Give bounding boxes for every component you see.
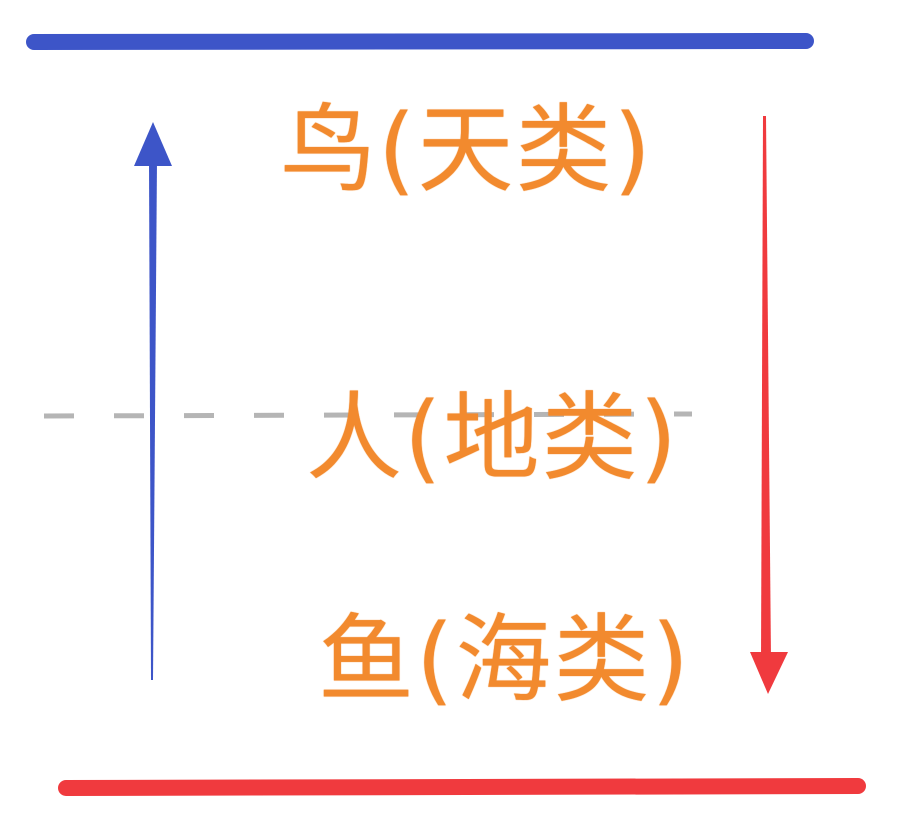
human-land-label: 人(地类) xyxy=(306,382,679,494)
down-arrow-head xyxy=(750,652,788,694)
up-arrow-head xyxy=(134,122,172,166)
bird-sky-label: 鸟(天类) xyxy=(280,94,653,206)
top-boundary-line xyxy=(26,33,814,50)
up-arrow-shaft xyxy=(149,160,157,680)
fish-sea-label: 鱼(海类) xyxy=(318,604,691,716)
bottom-boundary-line xyxy=(58,778,866,796)
down-arrow-shaft xyxy=(761,116,771,660)
